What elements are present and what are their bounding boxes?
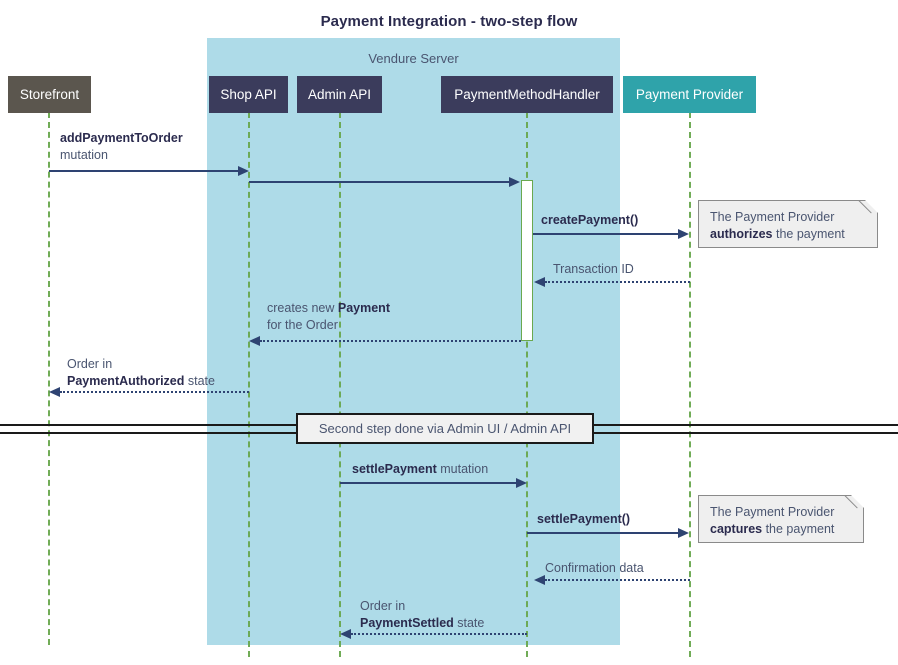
message-label-create-payment-bold: createPayment() [541, 213, 639, 227]
arrowhead-create-payment [678, 229, 689, 239]
divider-label: Second step done via Admin UI / Admin AP… [318, 421, 572, 436]
participant-shop-api[interactable]: Shop API [209, 76, 288, 113]
divider-label-box: Second step done via Admin UI / Admin AP… [296, 413, 594, 444]
lifeline-storefront [48, 112, 50, 645]
message-label-payment-authorized-bold: PaymentAuthorized [67, 374, 185, 388]
lifeline-admin-api [339, 112, 341, 657]
arrowhead-shop-api-to-handler [509, 177, 520, 187]
note-authorize-bold: authorizes [710, 227, 773, 241]
message-label-settle-payment-post: mutation [436, 462, 489, 476]
activation-bar-payment-method-handler [521, 180, 533, 341]
note-authorize-line2-post: the payment [772, 227, 845, 241]
lifeline-payment-method-handler [526, 112, 528, 657]
note-capture-fold-icon [851, 495, 864, 508]
participant-label-storefront: Storefront [19, 87, 80, 102]
arrowhead-add-payment-to-order [238, 166, 249, 176]
message-label-order-in-1: Order in [67, 357, 113, 371]
note-capture-line1: The Payment Provider [710, 505, 835, 519]
message-label-settle-payment-call-bold: settlePayment() [537, 512, 631, 526]
participant-label-payment-provider: Payment Provider [635, 87, 744, 102]
message-arrow-create-payment [533, 233, 681, 235]
message-label-confirmation-data-text: Confirmation data [545, 561, 644, 575]
message-label-create-payment: createPayment() [541, 212, 638, 228]
message-arrow-order-payment-authorized [60, 391, 249, 393]
message-arrow-transaction-id [545, 281, 690, 283]
message-label-add-payment-line2: mutation [60, 148, 108, 162]
message-arrow-confirmation-data [545, 579, 690, 581]
message-arrow-shop-api-to-handler [249, 181, 511, 183]
message-label-transaction-id: Transaction ID [553, 261, 634, 277]
message-label-payment-authorized-post: state [184, 374, 215, 388]
arrowhead-creates-new-payment [249, 336, 260, 346]
message-arrow-creates-new-payment [260, 340, 521, 342]
message-label-settle-payment-call: settlePayment() [537, 511, 630, 527]
message-arrow-order-payment-settled [351, 633, 527, 635]
message-label-order-in-2: Order in [360, 599, 406, 613]
message-label-creates-new-payment: creates new Payment for the Order [267, 300, 390, 334]
arrowhead-transaction-id [534, 277, 545, 287]
message-label-creates-new-line2: for the Order [267, 318, 338, 332]
participant-storefront[interactable]: Storefront [8, 76, 91, 113]
note-authorize-fold-icon [865, 200, 878, 213]
lifeline-payment-provider [689, 112, 691, 657]
lifeline-shop-api [248, 112, 250, 657]
participant-admin-api[interactable]: Admin API [297, 76, 382, 113]
note-authorize: The Payment Provider authorizes the paym… [698, 200, 878, 248]
arrowhead-confirmation-data [534, 575, 545, 585]
message-arrow-add-payment-to-order [49, 170, 243, 172]
message-label-creates-new-bold: Payment [337, 301, 390, 315]
participant-payment-provider[interactable]: Payment Provider [623, 76, 756, 113]
arrowhead-order-payment-settled [340, 629, 351, 639]
arrowhead-settle-payment-call [678, 528, 689, 538]
message-label-settle-payment-bold: settlePayment [352, 462, 437, 476]
message-label-transaction-id-text: Transaction ID [553, 262, 634, 276]
message-label-payment-settled-bold: PaymentSettled [360, 616, 454, 630]
message-label-order-payment-settled: Order in PaymentSettled state [360, 598, 484, 632]
message-label-confirmation-data: Confirmation data [545, 560, 644, 576]
note-authorize-line1: The Payment Provider [710, 210, 835, 224]
message-label-order-payment-authorized: Order in PaymentAuthorized state [67, 356, 215, 390]
message-arrow-settle-payment-mutation [340, 482, 522, 484]
participant-label-payment-method-handler: PaymentMethodHandler [454, 87, 600, 102]
participant-label-admin-api: Admin API [307, 87, 372, 102]
message-label-settle-payment-mutation: settlePayment mutation [352, 461, 488, 477]
message-arrow-settle-payment-call [527, 532, 681, 534]
participant-label-shop-api: Shop API [220, 87, 277, 102]
page-title: Payment Integration - two-step flow [320, 13, 578, 30]
message-label-add-payment-bold: addPaymentToOrder [60, 131, 183, 145]
arrowhead-settle-payment-mutation [516, 478, 527, 488]
note-capture: The Payment Provider captures the paymen… [698, 495, 864, 543]
participant-payment-method-handler[interactable]: PaymentMethodHandler [441, 76, 613, 113]
note-capture-bold: captures [710, 522, 763, 536]
message-label-payment-settled-post: state [453, 616, 485, 630]
note-capture-line2-post: the payment [762, 522, 835, 536]
group-label: Vendure Server [368, 51, 459, 66]
message-label-creates-new-pre: creates new [267, 301, 338, 315]
arrowhead-order-payment-authorized [49, 387, 60, 397]
message-label-add-payment-to-order: addPaymentToOrder mutation [60, 130, 183, 164]
